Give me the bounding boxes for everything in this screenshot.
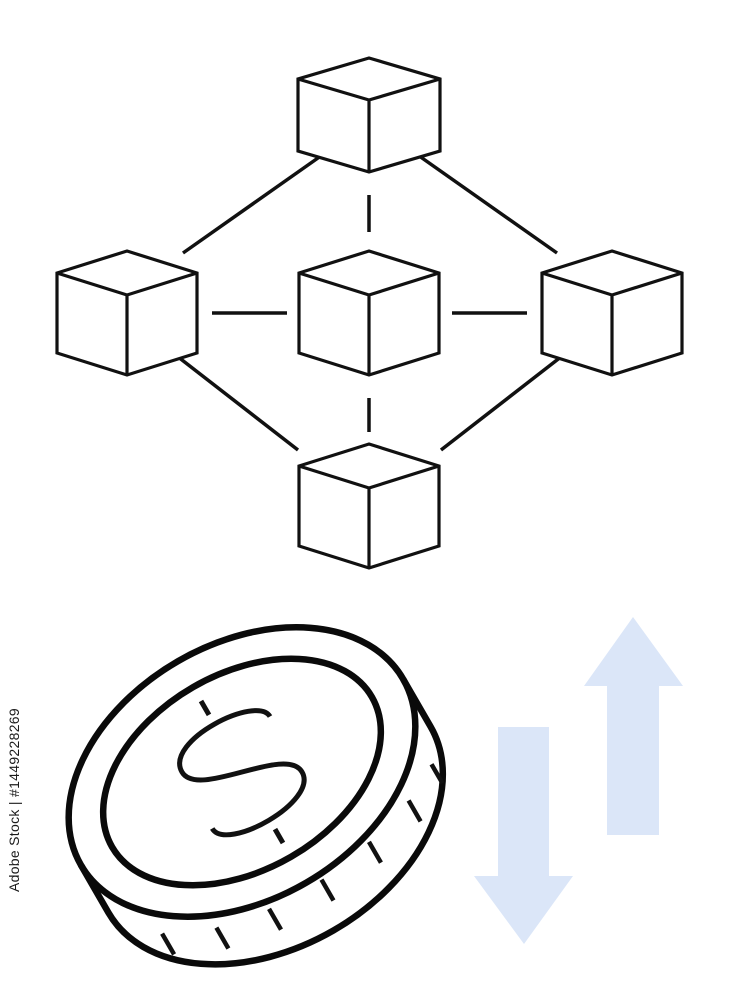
cube-top <box>296 56 442 174</box>
cube-right <box>540 249 684 377</box>
connector-bottom-right <box>439 344 577 452</box>
connector-bottom-left <box>162 344 300 452</box>
arrow-up-icon <box>584 617 683 835</box>
coin-edge-ridges <box>160 763 445 956</box>
network-connectors <box>162 144 577 452</box>
connector-top-left <box>181 144 337 255</box>
connector-top-right <box>403 144 559 255</box>
dollar-coin-icon <box>65 624 447 968</box>
cube-left <box>55 249 199 377</box>
blockchain-network-icon <box>55 56 684 570</box>
arrow-down-icon <box>474 727 573 944</box>
dollar-sign-icon <box>177 699 307 845</box>
stock-id-label: Adobe Stock | #1449228269 <box>6 708 22 892</box>
cube-bottom <box>297 442 441 570</box>
up-down-arrows-icon <box>474 617 683 944</box>
cube-center <box>297 249 441 377</box>
